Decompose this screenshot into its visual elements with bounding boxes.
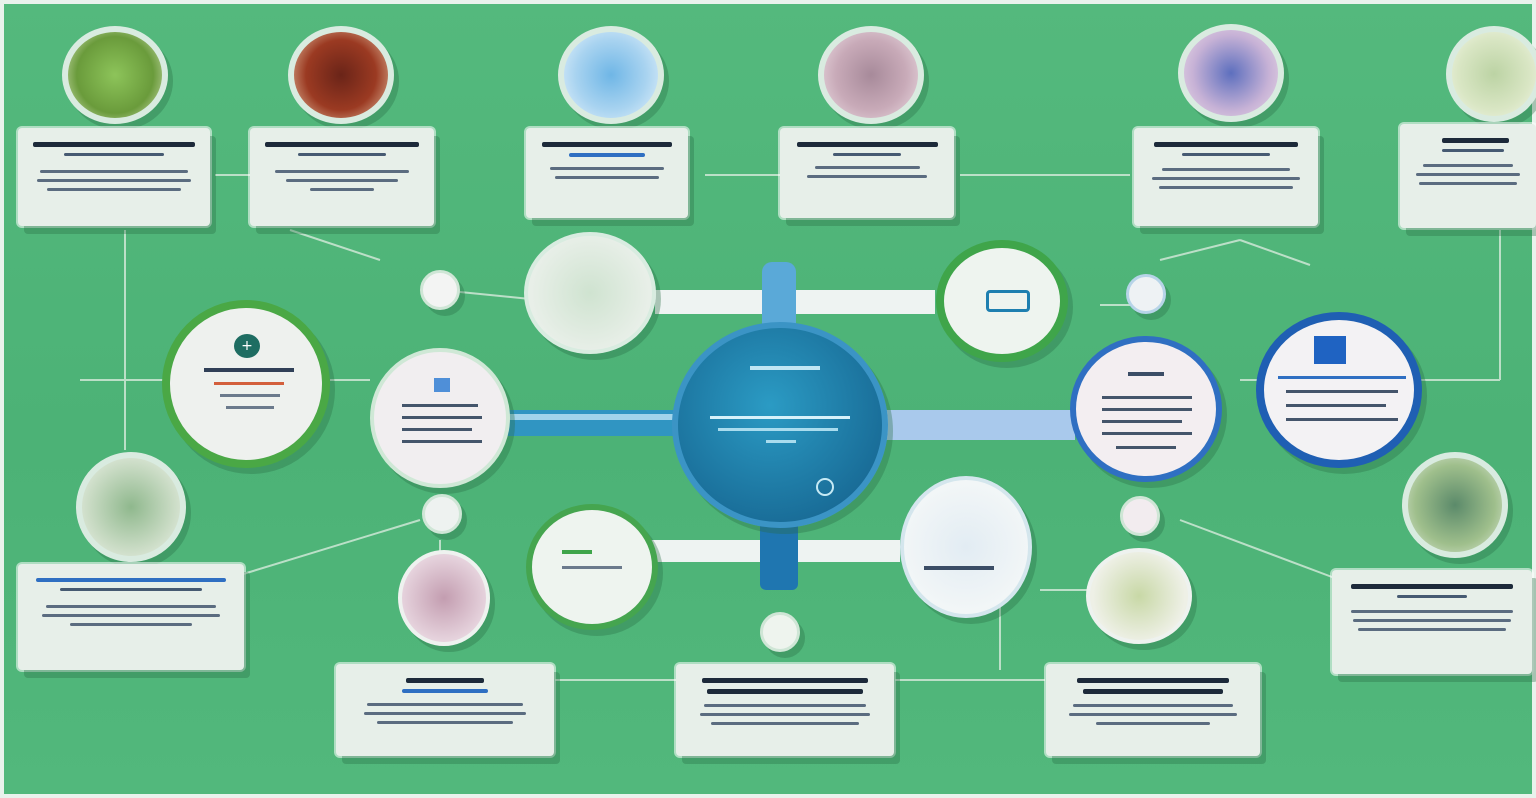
card-top-2[interactable] (250, 128, 434, 226)
card-bottom-1[interactable] (18, 564, 244, 670)
card-top-1[interactable] (18, 128, 210, 226)
left-relay-node[interactable] (370, 348, 510, 488)
medical-cross-icon: + (234, 334, 260, 358)
card-bottom-5[interactable] (1332, 570, 1532, 674)
card-top-6[interactable] (1400, 124, 1536, 228)
server-photo-icon (1402, 452, 1508, 558)
plant-photo-icon (62, 26, 168, 124)
brown-texture-photo-icon (288, 26, 394, 124)
card-bottom-4[interactable] (1046, 664, 1260, 756)
stats-photo-node[interactable] (1086, 548, 1192, 644)
card-top-3[interactable] (526, 128, 688, 218)
pink-texture-photo-icon (818, 26, 924, 124)
small-node-5[interactable] (1120, 496, 1160, 536)
mid-left-node[interactable]: + (162, 300, 330, 468)
card-top-4[interactable] (780, 128, 954, 218)
monitor-icon (1314, 336, 1346, 364)
chart-glyph-icon (986, 290, 1030, 312)
pipe-left (490, 410, 690, 436)
card-bottom-2[interactable] (336, 664, 554, 756)
bottom-right-bubble-node[interactable] (900, 476, 1032, 618)
documents-photo-node[interactable] (524, 232, 656, 354)
water-drop-icon (558, 26, 664, 124)
right-relay-node[interactable] (1070, 336, 1222, 482)
top-right-ring-node[interactable] (936, 240, 1068, 362)
small-node-3[interactable] (760, 612, 800, 652)
hub-node[interactable] (672, 322, 888, 528)
small-node-1[interactable] (420, 270, 460, 310)
small-node-4[interactable] (1126, 274, 1166, 314)
pipe-right (880, 410, 1075, 440)
card-top-5[interactable] (1134, 128, 1318, 226)
bottom-left-ring-node[interactable] (526, 504, 658, 630)
card-bottom-3[interactable] (676, 664, 894, 756)
bar-chart-photo-icon (1178, 24, 1284, 122)
far-right-ring-node[interactable] (1256, 312, 1422, 468)
database-hub-icon (816, 478, 834, 496)
map-photo-icon (76, 452, 186, 562)
letter-tile-icon (1446, 26, 1536, 122)
pink-photo-node[interactable] (398, 550, 490, 646)
small-node-2[interactable] (422, 494, 462, 534)
